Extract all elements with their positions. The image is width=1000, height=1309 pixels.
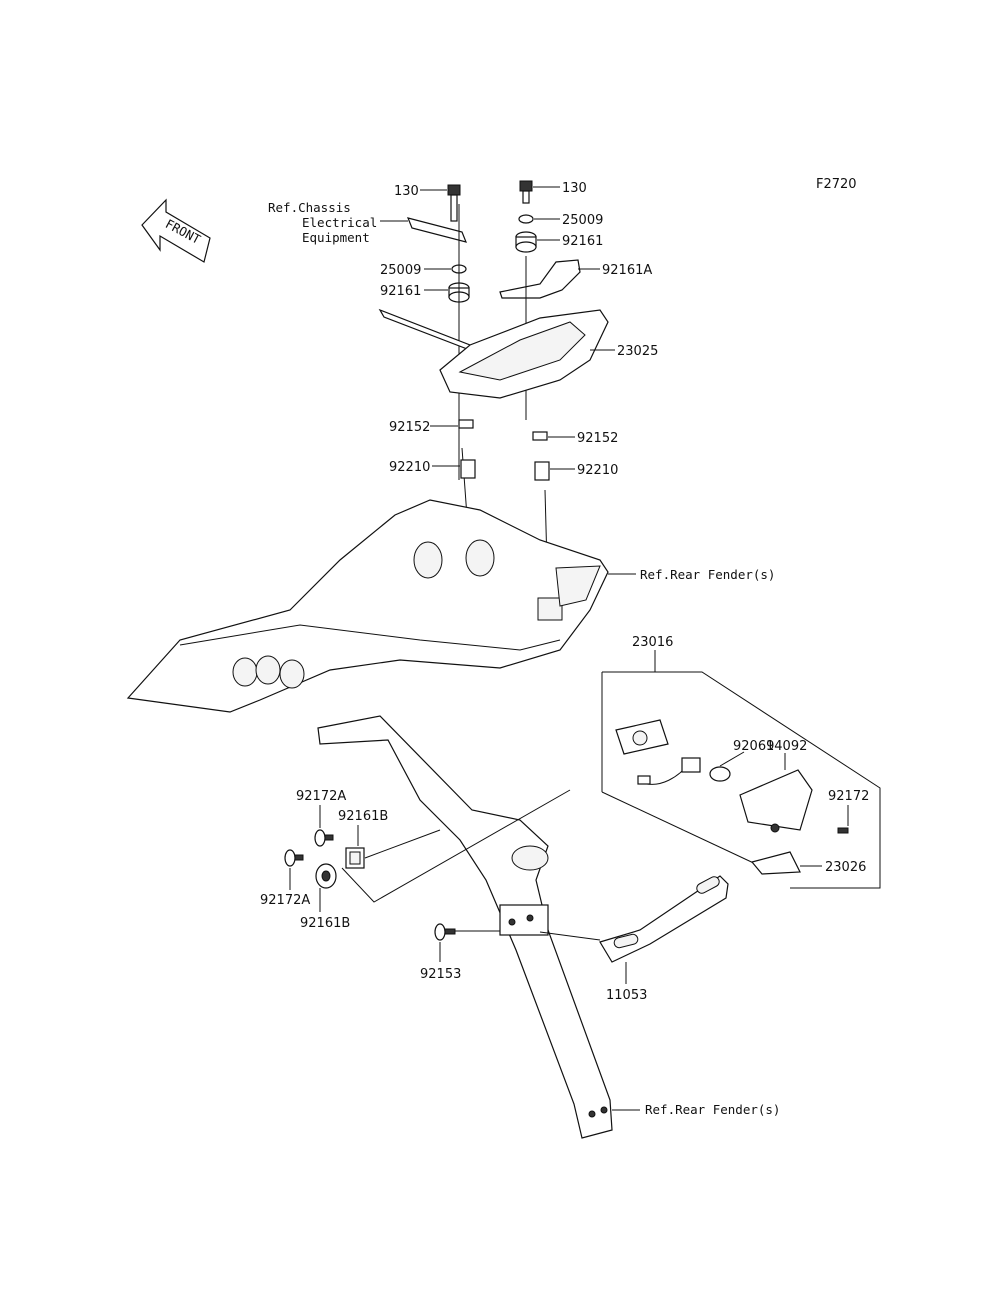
label-92161B-bottom: 92161B xyxy=(300,916,350,931)
grommet-92161B-top xyxy=(345,847,365,869)
ref-chassis-line1: Ref.Chassis xyxy=(268,200,351,215)
spacer-92210-right xyxy=(534,461,550,481)
rear-fender-bracket xyxy=(317,715,613,1139)
bolt-92153 xyxy=(434,923,456,941)
lamp-socket xyxy=(615,719,669,755)
ref-rear-fender-bottom: Ref.Rear Fender(s) xyxy=(645,1102,780,1117)
label-92210-left: 92210 xyxy=(389,460,430,475)
ref-rear-fender-top: Ref.Rear Fender(s) xyxy=(640,567,775,582)
label-92172: 92172 xyxy=(828,789,869,804)
label-92153: 92153 xyxy=(420,967,461,982)
label-92152-right: 92152 xyxy=(577,431,618,446)
label-92161B-top: 92161B xyxy=(338,809,388,824)
gasket-23026 xyxy=(750,851,801,875)
collar-92152-right xyxy=(532,431,548,441)
label-23026: 23026 xyxy=(825,860,866,875)
screw-92172 xyxy=(837,827,849,834)
screw-92172A-top xyxy=(314,829,334,847)
label-92069: 92069 xyxy=(733,739,774,754)
license-bracket-11053 xyxy=(599,875,729,963)
electrical-bracket xyxy=(407,217,467,243)
grommet-92161B-bottom xyxy=(315,863,337,889)
rear-fender-body xyxy=(126,499,609,713)
label-23016: 23016 xyxy=(632,635,673,650)
label-25009-left: 25009 xyxy=(380,263,421,278)
label-92161-right: 92161 xyxy=(562,234,603,249)
bracket-92161A xyxy=(499,259,581,299)
label-92152-left: 92152 xyxy=(389,420,430,435)
label-92161-left: 92161 xyxy=(380,284,421,299)
label-11053: 11053 xyxy=(606,988,647,1003)
label-25009-right: 25009 xyxy=(562,213,603,228)
bolt-130-left xyxy=(447,184,461,222)
seat-cowl-23025 xyxy=(378,308,609,399)
ref-chassis-line3: Equipment xyxy=(302,230,370,245)
label-14092: 14092 xyxy=(766,739,807,754)
label-92172A-bottom: 92172A xyxy=(260,893,310,908)
label-130-right: 130 xyxy=(562,181,587,196)
assembly-bracket-line xyxy=(602,671,881,889)
screw-92172A-bottom xyxy=(284,849,304,867)
label-92210-right: 92210 xyxy=(577,463,618,478)
label-130-left: 130 xyxy=(394,184,419,199)
ref-chassis-line2: Electrical xyxy=(302,215,377,230)
grommet-92161-right xyxy=(515,231,537,253)
bulb-92069 xyxy=(709,766,731,782)
spacer-92210-left xyxy=(460,459,476,479)
lens-14092 xyxy=(739,769,813,833)
label-92172A-top: 92172A xyxy=(296,789,346,804)
collar-92152-left xyxy=(458,419,474,429)
figure-code: F2720 xyxy=(816,177,857,192)
washer-25009-right xyxy=(518,214,534,224)
label-92161A: 92161A xyxy=(602,263,652,278)
lamp-wiring xyxy=(637,757,701,785)
label-23025: 23025 xyxy=(617,344,658,359)
front-arrow-icon: FRONT xyxy=(141,198,211,263)
bolt-130-right xyxy=(519,180,533,204)
